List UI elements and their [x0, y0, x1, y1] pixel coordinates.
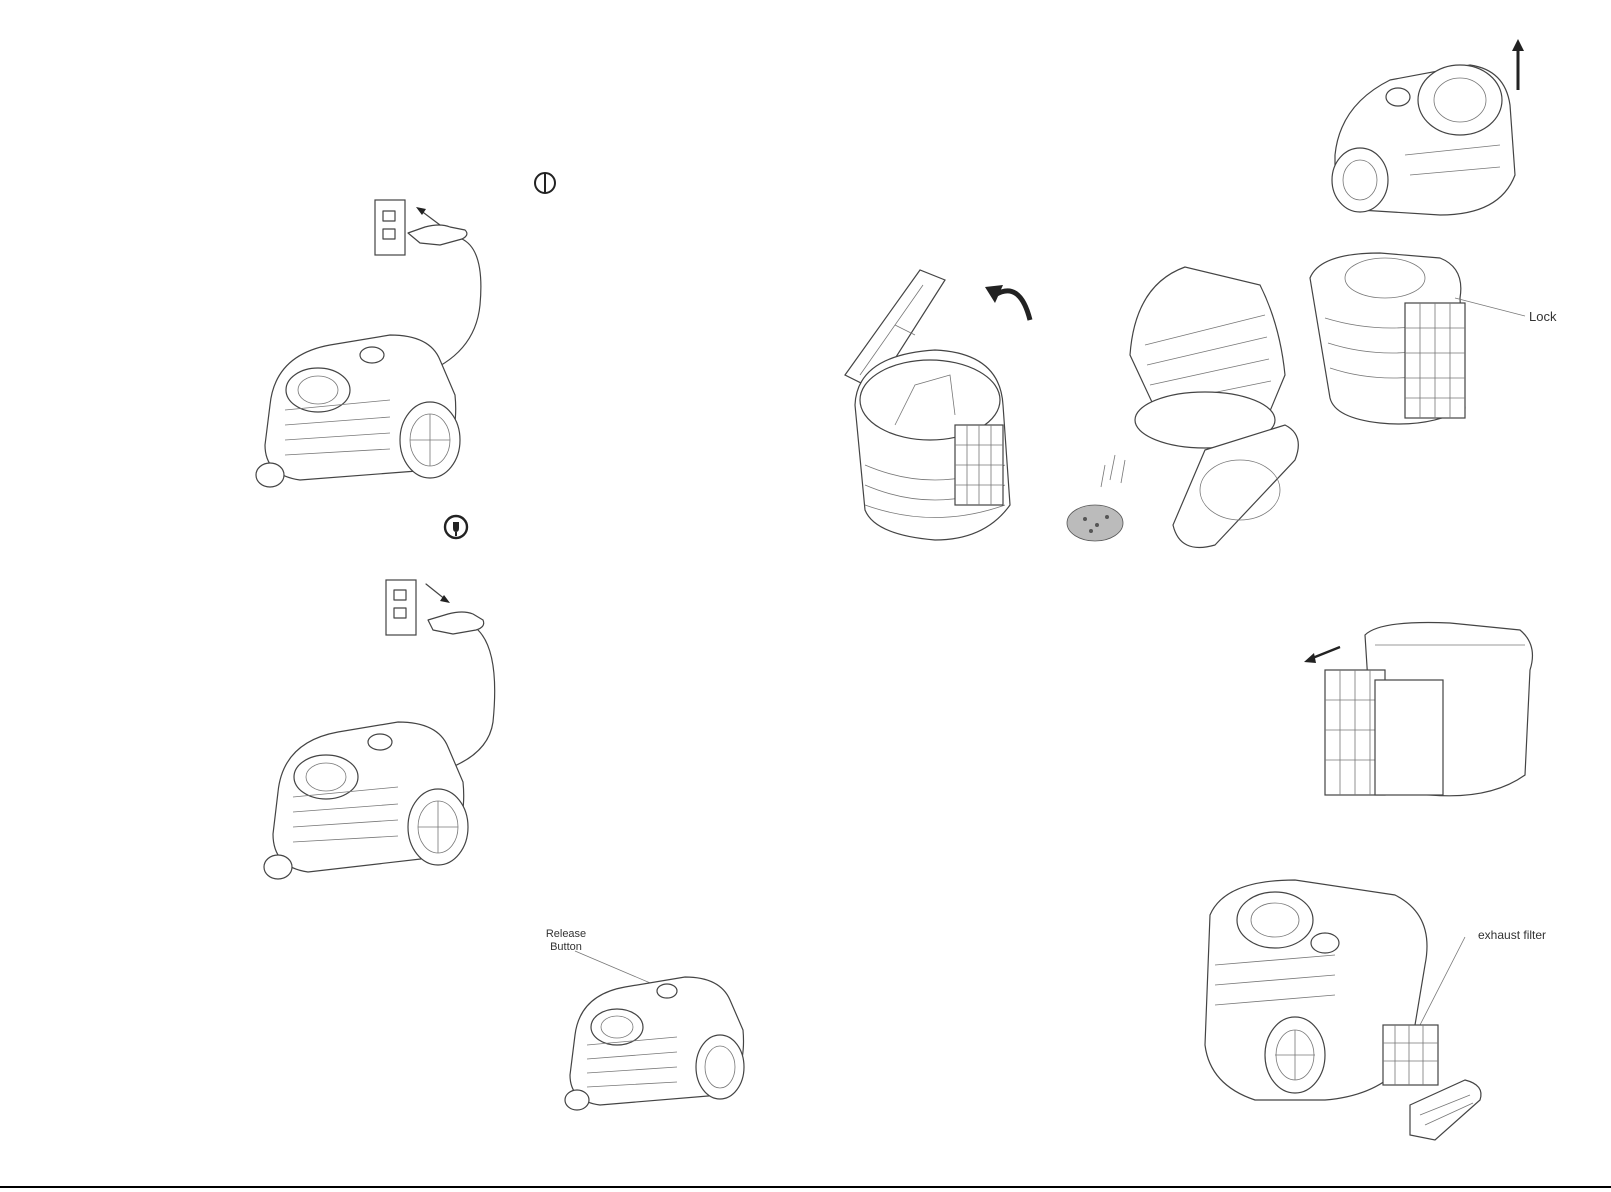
- unplug-arrow-icon: [426, 584, 450, 603]
- plug-in-arrow-icon: [416, 207, 440, 225]
- power-switch-icon: [532, 170, 558, 196]
- unplug-figure: [238, 572, 500, 892]
- wall-socket: [375, 200, 405, 255]
- dustbin-open-figure: [835, 265, 1050, 550]
- lock-label: Lock: [1529, 309, 1556, 324]
- arrow-left-icon: [1304, 647, 1340, 663]
- exhaust-filter-label: exhaust filter: [1478, 928, 1546, 942]
- dustbin-lock-figure: [1300, 248, 1535, 433]
- wall-socket: [386, 580, 416, 635]
- rotate-arrow-icon: [985, 285, 1030, 320]
- dust-particles: [1067, 455, 1125, 541]
- lift-dustbin-figure: [1320, 35, 1535, 225]
- vacuum-cleaner: [565, 977, 744, 1110]
- release-button-figure: [555, 945, 755, 1115]
- arrow-up-icon: [1512, 39, 1524, 90]
- vacuum-cleaner: [264, 722, 468, 879]
- exhaust-filter-figure: [1195, 875, 1535, 1150]
- cord-rewind-icon: [442, 513, 470, 541]
- remove-filter-figure: [1300, 615, 1540, 810]
- vacuum-cleaner: [256, 335, 460, 487]
- page-bottom-rule: [0, 1186, 1611, 1188]
- emptying-dust-figure: [1055, 255, 1310, 570]
- plug-in-figure: [240, 195, 500, 515]
